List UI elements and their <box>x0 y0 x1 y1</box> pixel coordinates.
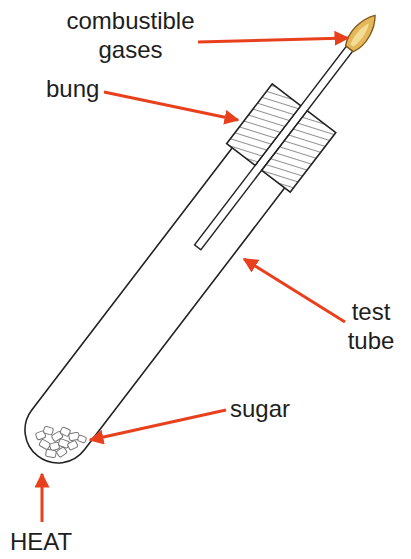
heat-label: HEAT <box>10 527 90 556</box>
part-label: sugar <box>230 394 320 423</box>
bung <box>227 84 336 192</box>
part-label: test tube <box>338 297 404 355</box>
gas-label: combustible gases <box>48 6 213 64</box>
flame <box>343 10 382 54</box>
pointer-arrows <box>42 38 348 522</box>
test-tube-assembly <box>6 0 407 481</box>
delivery-tube <box>195 46 353 249</box>
test-tube <box>12 132 297 476</box>
part-label: bung <box>46 74 116 103</box>
sugar-crystals <box>35 426 87 458</box>
